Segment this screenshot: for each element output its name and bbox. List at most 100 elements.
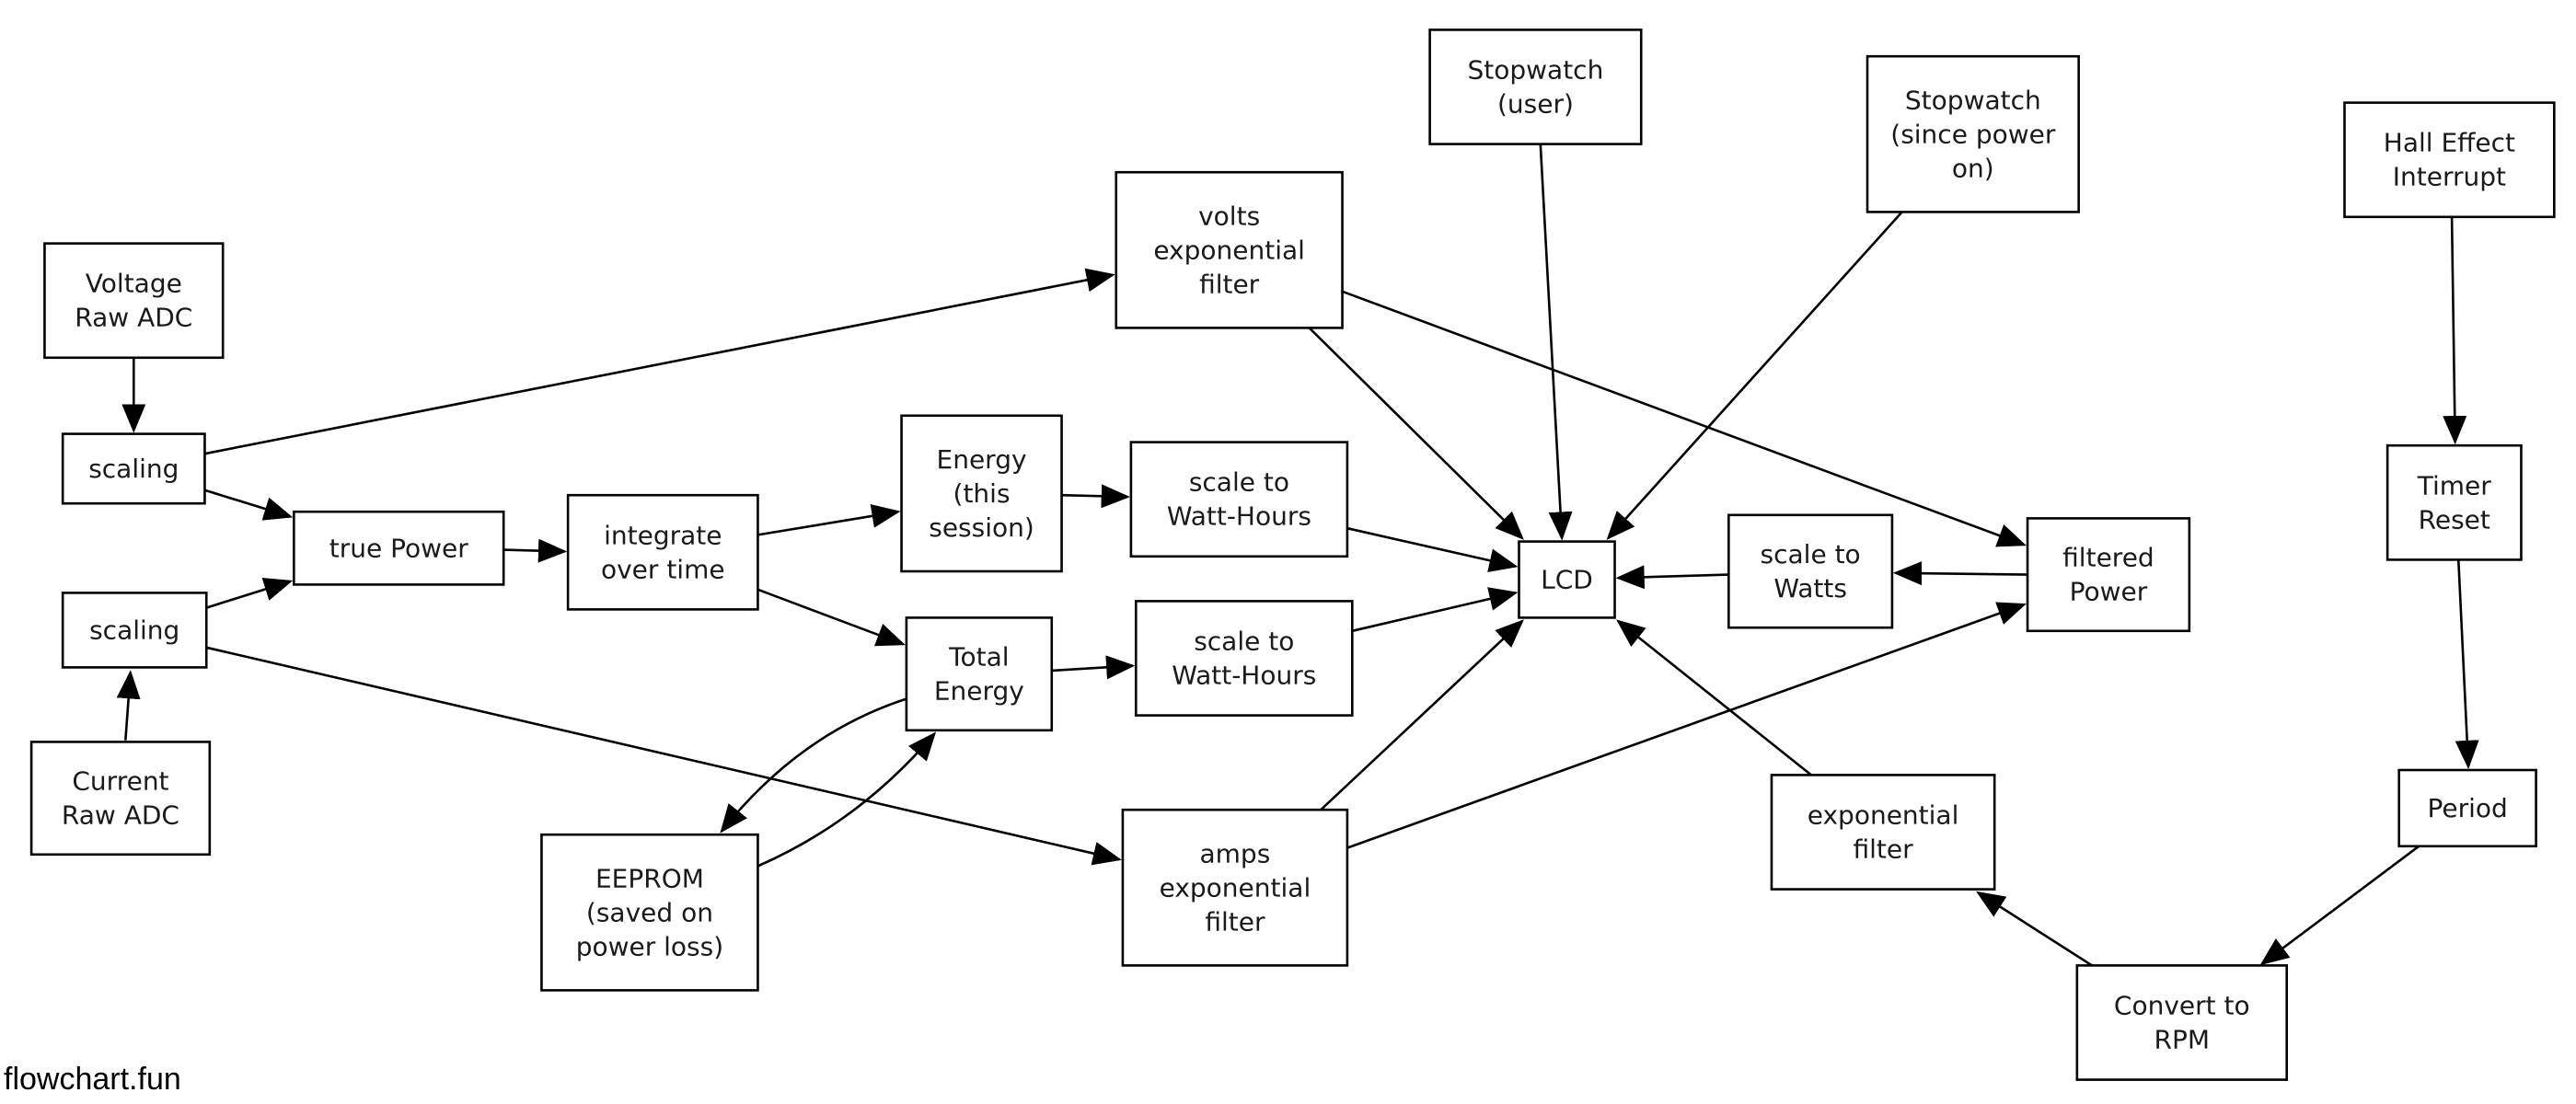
node-label-line: Timer [2417,470,2492,500]
node-label-line: filter [1205,906,1265,937]
node-label-line: scale to [1194,627,1294,657]
node-label-line: scale to [1189,467,1289,498]
node-label-line: LCD [1541,565,1593,595]
node-label-line: Watt-Hours [1167,501,1311,532]
edge-convert-rpm-to-exp-filter [1976,891,2093,967]
node-box [2343,101,2556,219]
node-label-line: Raw ADC [75,303,192,333]
node-label-line: scaling [88,454,179,484]
edge-scaling-top-to-true-power [204,489,294,521]
node-label-line: true Power [329,533,469,563]
node-scaling-top: scaling [61,432,206,505]
node-label-line: EEPROM [595,863,704,893]
edge-integrate-to-total-energy [757,588,906,647]
node-label-line: Raw ADC [62,800,179,831]
node-box [905,616,1054,732]
node-box [1121,808,1349,967]
node-box [61,432,206,505]
node-scale-wh-bottom: scale to Watt-Hours [1134,600,1354,717]
edge-scaling-bottom-to-true-power [205,577,294,609]
node-integrate: integrate over time [566,493,759,611]
node-box [540,833,759,992]
node-label-line: session) [929,512,1034,543]
node-box [1518,540,1616,619]
edge-amps-filter-to-lcd [1320,619,1524,811]
edge-true-power-to-integrate [503,538,568,563]
node-label-line: Watt-Hours [1172,661,1316,691]
node-box [2026,517,2191,633]
node-label-line: Stopwatch [1467,55,1603,86]
node-label-line: (user) [1497,89,1574,120]
edge-total-energy-to-scale-wh-bottom [1051,655,1136,680]
flowchart-fun-watermark: flowchart.fun [4,1062,181,1097]
edge-scale-watts-to-lcd [1615,565,1729,590]
node-label-line: (this [953,478,1011,509]
node-label-line: power loss) [576,931,723,961]
node-box [1134,600,1354,717]
edge-volts-filter-to-lcd [1308,327,1524,540]
node-label-line: Hall Effect [2384,128,2515,158]
node-box [43,242,225,360]
edge-exp-filter-to-lcd [1616,619,1812,776]
node-label-line: filtered [2062,543,2154,573]
edge-scaling-bottom-to-amps-filter [205,646,1122,866]
node-label-line: scaling [89,615,179,645]
node-lcd: LCD [1518,540,1616,619]
node-label-line: integrate [604,520,722,550]
node-label-line: Current [72,766,168,797]
edge-period-to-convert-rpm [2259,845,2420,966]
node-box [61,592,208,669]
node-box [2075,964,2288,1081]
node-label-line: on) [1952,153,1994,183]
node-label-line: filter [1199,269,1260,299]
node-label-line: Watts [1773,573,1847,604]
edge-current-raw-to-scaling-bottom [116,670,141,741]
node-label-line: amps [1200,838,1271,868]
node-label-line: volts [1198,201,1260,231]
node-box [1129,441,1349,558]
node-true-power: true Power [293,510,505,586]
node-label-line: Total [948,642,1009,673]
edge-energy-session-to-scale-wh-top [1061,484,1130,509]
node-label-line: over time [601,554,725,584]
node-label-line: Period [2427,793,2507,823]
node-box [1115,170,1344,329]
node-box [566,493,759,611]
edges-layer [116,144,2479,967]
node-box [900,414,1063,573]
edge-hall-effect-to-timer-reset [2443,216,2467,445]
node-period: Period [2397,768,2537,848]
edge-scale-wh-bottom-to-lcd [1351,587,1519,633]
node-label-line: filter [1853,834,1913,865]
node-box [1770,774,1996,891]
node-label-line: scale to [1761,539,1861,569]
node-label-line: exponential [1160,872,1311,903]
edge-amps-filter-to-filtered-power [1346,602,2027,849]
edge-integrate-to-energy-session [757,504,901,536]
node-scaling-bottom: scaling [61,592,208,669]
node-stopwatch-user: Stopwatch(user) [1428,29,1643,145]
node-box [1727,513,1894,629]
edge-eeprom-to-total-energy [757,731,937,868]
node-label-line: Reset [2419,504,2490,535]
node-box [1428,29,1643,145]
node-label-line: (saved on [586,897,713,927]
node-box [1866,54,2080,213]
node-eeprom: EEPROM (saved on power loss) [540,833,759,992]
edge-timer-reset-to-period [2455,559,2479,769]
node-label-line: Energy [937,444,1027,475]
node-label-line: Power [2070,577,2148,607]
node-label-line: exponential [1808,800,1959,831]
